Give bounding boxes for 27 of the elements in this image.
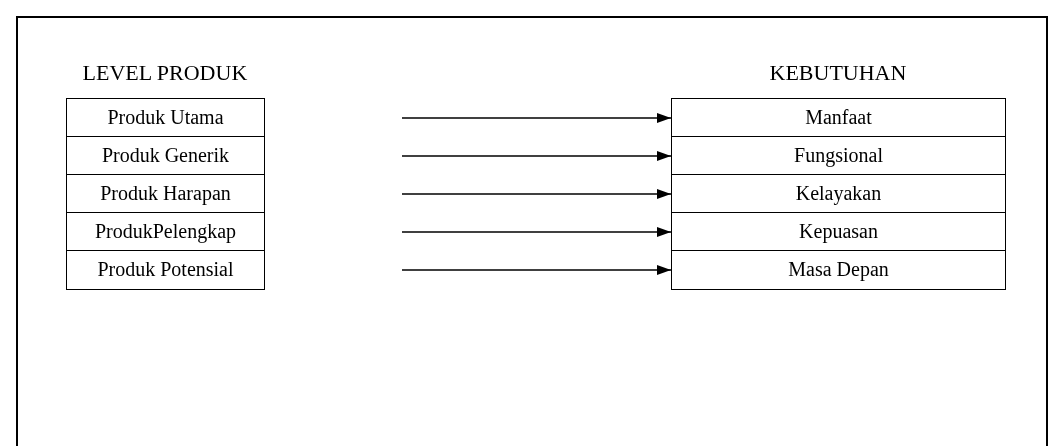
table-row-box: [66, 174, 265, 214]
table-row-box: [66, 98, 265, 138]
row-label: Produk Potensial: [97, 258, 234, 282]
arrow: [401, 189, 672, 199]
table-row-box: [671, 174, 1006, 214]
row-label: Produk Generik: [101, 144, 230, 168]
row-label: Produk Utama: [107, 106, 224, 130]
arrow: [401, 265, 672, 275]
table-row-box: [671, 212, 1006, 252]
arrow: [401, 151, 672, 161]
arrow: [401, 113, 672, 123]
table-row-box: [66, 136, 265, 176]
table-row-box: [671, 98, 1006, 138]
column-heading: LEVEL PRODUK: [82, 60, 248, 86]
table-row-box: [66, 250, 265, 290]
row-label: Fungsional: [794, 144, 883, 168]
row-label: Manfaat: [805, 106, 872, 130]
table-row-box: [66, 212, 265, 252]
arrow: [401, 227, 672, 237]
row-label: Kepuasan: [799, 220, 878, 244]
column-heading: KEBUTUHAN: [769, 60, 907, 86]
table-row-box: [671, 250, 1006, 290]
row-label: Masa Depan: [788, 258, 889, 282]
row-label: Produk Harapan: [100, 182, 231, 206]
table-row-box: [671, 136, 1006, 176]
row-label: ProdukPelengkap: [94, 220, 237, 244]
row-label: Kelayakan: [795, 182, 882, 206]
